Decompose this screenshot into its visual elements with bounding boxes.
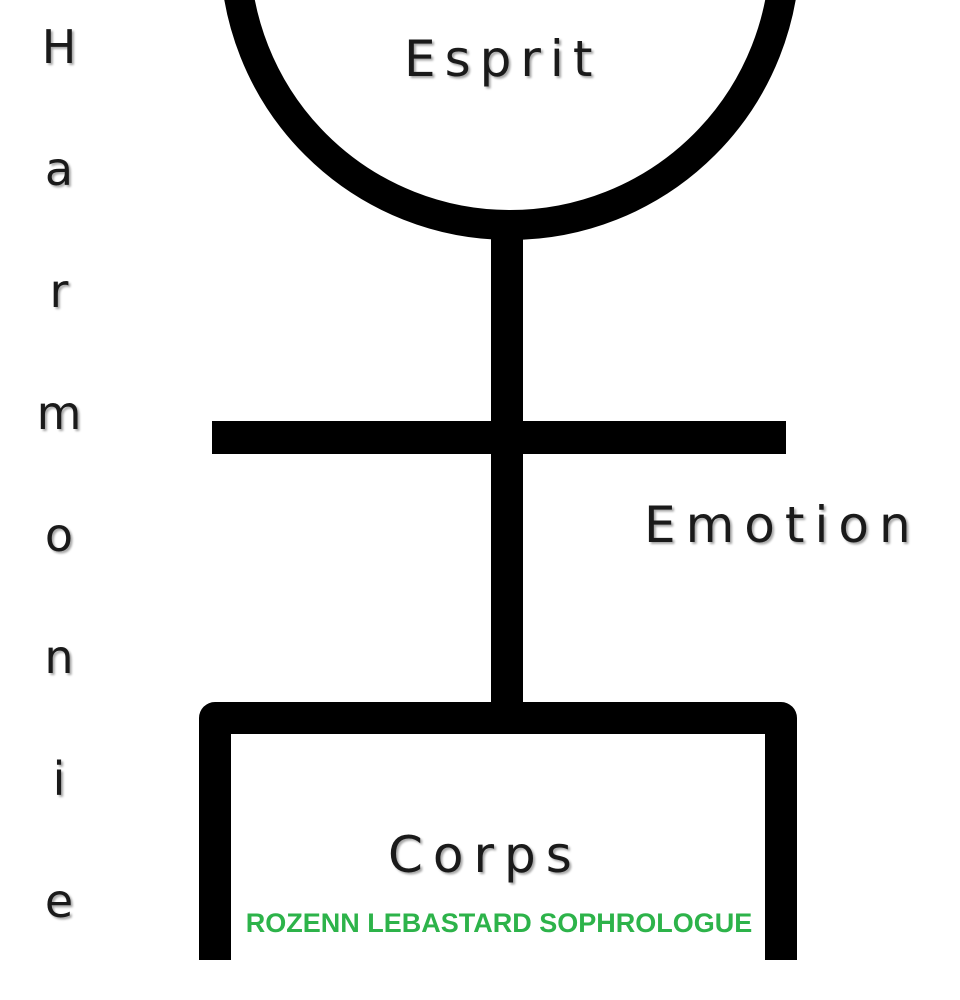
watermark-text: ROZENN LEBASTARD SOPHROLOGUE [245, 907, 753, 938]
spirit-label: Esprit [404, 30, 602, 88]
harmony-symbol-diagram [199, 0, 797, 960]
body-box [199, 702, 797, 960]
vertical-stem [491, 215, 523, 710]
watermark-banner: ROZENN LEBASTARD SOPHROLOGUE [234, 892, 764, 954]
emotion-label: Emotion [644, 496, 921, 554]
harmonie-letter: o [44, 508, 74, 562]
harmonie-letter: n [44, 630, 74, 684]
harmonie-letter: m [36, 386, 82, 440]
harmonie-letter: i [52, 752, 66, 806]
harmonie-letter: a [44, 142, 74, 196]
harmonie-letter: r [49, 264, 69, 318]
harmonie-letter: H [41, 20, 77, 74]
harmonie-letter: e [44, 874, 74, 928]
body-label: Corps [388, 826, 582, 884]
emotion-crossbar [212, 421, 786, 454]
